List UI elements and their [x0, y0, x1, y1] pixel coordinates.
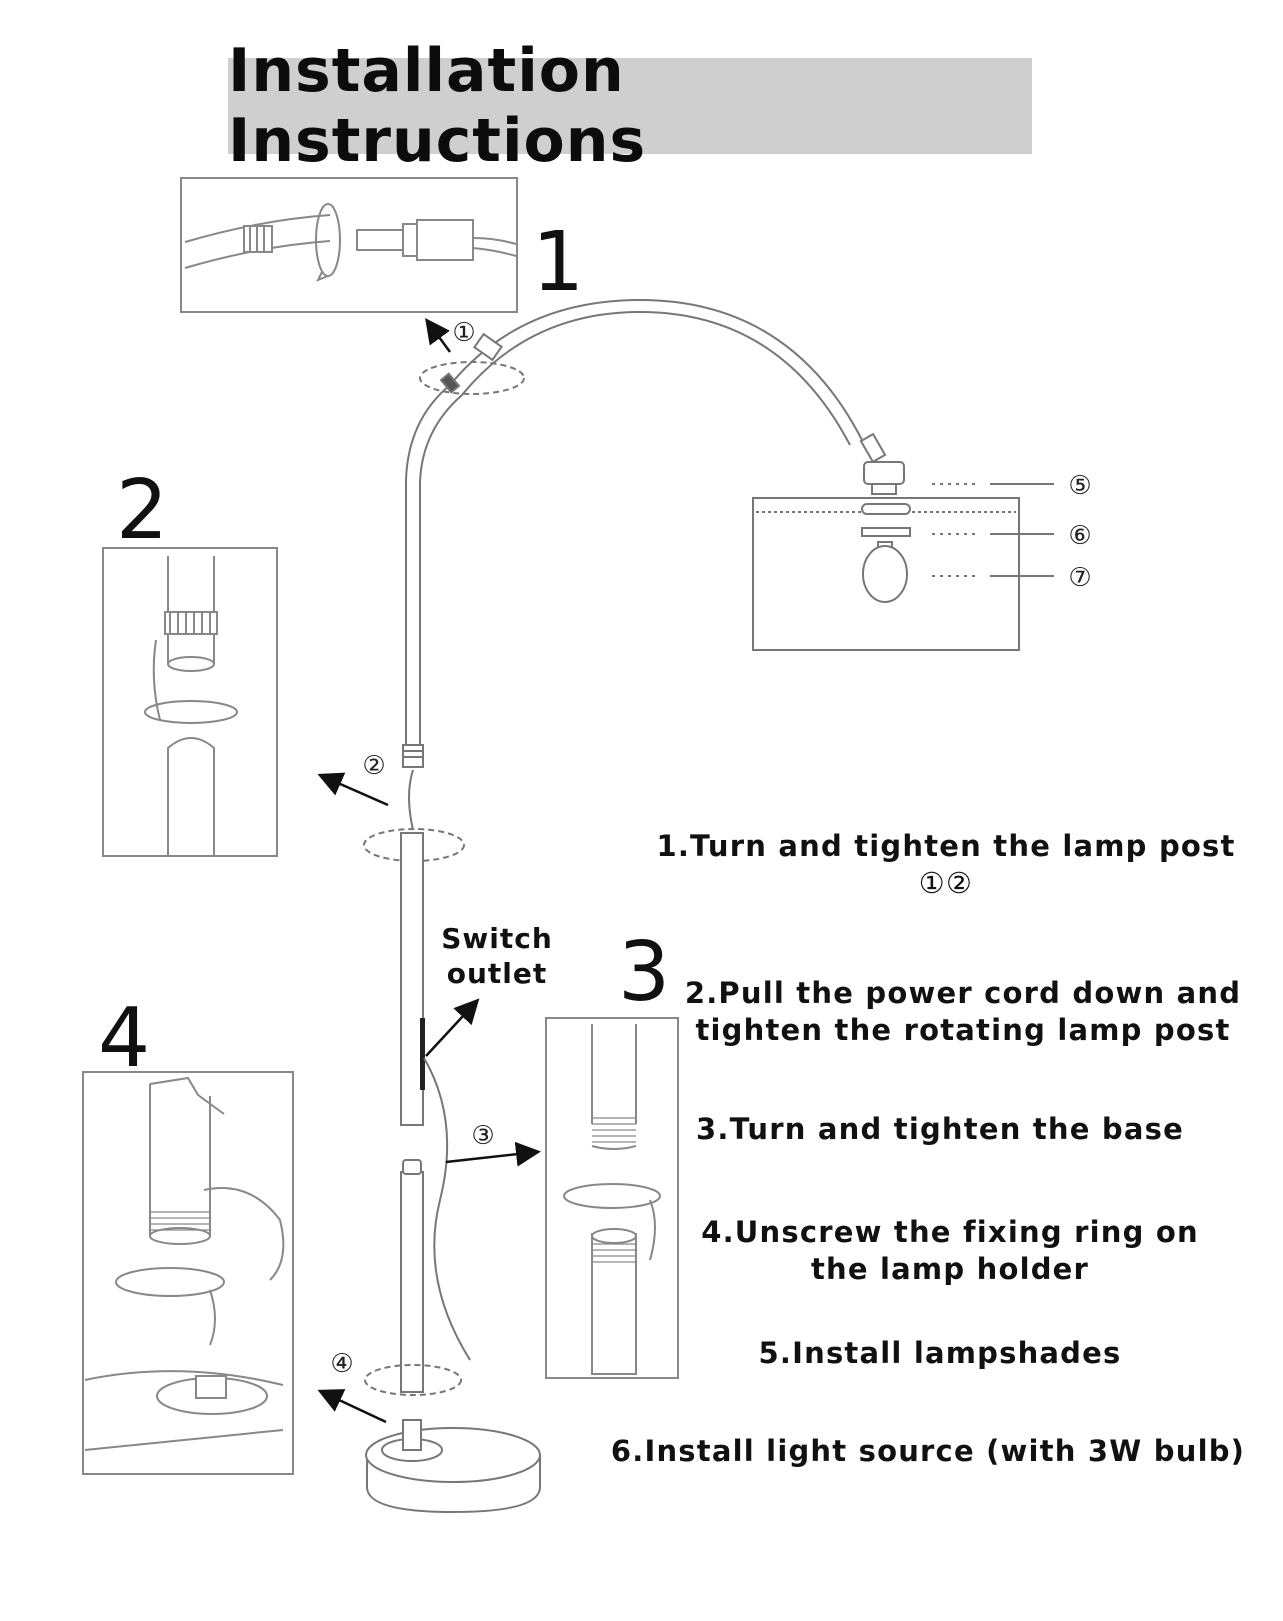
instruction-1-refs: ①② — [918, 866, 974, 900]
marker-5: ⑤ — [1068, 471, 1091, 501]
switch-label-line1: Switch — [441, 922, 553, 955]
pole-middle — [363, 769, 541, 1514]
svg-text:④: ④ — [330, 1349, 353, 1379]
callout-3: ③ — [445, 1121, 541, 1167]
callout-2: ② — [317, 751, 389, 807]
svg-text:③: ③ — [471, 1121, 494, 1151]
switch-arrow — [425, 998, 480, 1057]
switch-label-line2: outlet — [446, 957, 548, 990]
step-number-1: 1 — [532, 215, 585, 310]
instruction-1-text: 1.Turn and tighten the lamp post — [656, 829, 1236, 863]
instruction-4-line2: the lamp holder — [810, 1252, 1090, 1286]
instruction-2-line1: 2.Pull the power cord down and — [684, 976, 1242, 1010]
instruction-4: 4.Unscrew the fixing ring on the lamp ho… — [680, 1214, 1220, 1288]
callout-1: ① — [425, 317, 476, 353]
callout-4: ④ — [317, 1349, 387, 1424]
marker-6: ⑥ — [1068, 521, 1091, 551]
instruction-2: 2.Pull the power cord down and tighten t… — [668, 975, 1258, 1049]
page-title: Installation Instructions — [228, 36, 647, 176]
title-banner: Installation Instructions — [228, 36, 1032, 176]
detail-box-2 — [102, 547, 278, 857]
switch-outlet-label: Switch outlet — [432, 921, 562, 991]
instruction-4-line1: 4.Unscrew the fixing ring on — [701, 1215, 1199, 1249]
detail-box-3 — [545, 1017, 679, 1379]
instruction-2-line2: tighten the rotating lamp post — [695, 1013, 1231, 1047]
step-number-4: 4 — [98, 991, 151, 1086]
svg-text:①: ① — [452, 318, 475, 348]
instruction-3: 3.Turn and tighten the base — [696, 1112, 1184, 1146]
step-number-3: 3 — [618, 925, 671, 1020]
svg-text:②: ② — [362, 751, 385, 781]
marker-7: ⑦ — [1068, 563, 1091, 593]
instruction-6: 6.Install light source (with 3W bulb) — [610, 1434, 1246, 1468]
instruction-1: 1.Turn and tighten the lamp post ①② — [640, 828, 1252, 902]
detail-box-1 — [180, 177, 518, 313]
step-number-2: 2 — [116, 463, 169, 558]
lampshade — [752, 483, 1054, 651]
lamp-arc — [402, 298, 905, 768]
detail-box-4 — [82, 1071, 294, 1475]
instruction-5: 5.Install lampshades — [758, 1336, 1122, 1370]
